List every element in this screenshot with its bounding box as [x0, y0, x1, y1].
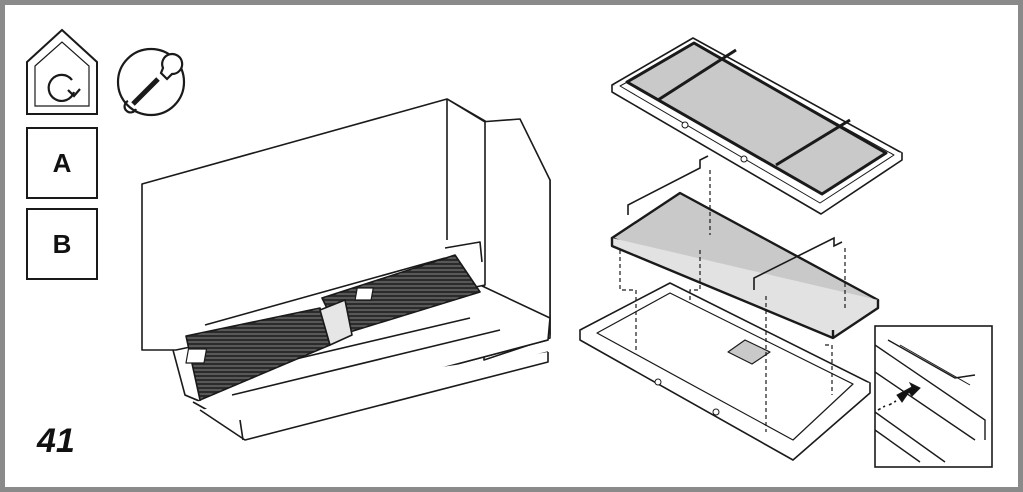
- retaining-clips: [627, 155, 843, 290]
- carbon-filter-block: [610, 191, 880, 340]
- option-a-box: A: [26, 127, 98, 199]
- wrench-icon: [116, 47, 186, 117]
- alignment-guides: [619, 170, 846, 432]
- detail-inset: [874, 325, 993, 468]
- figure-number: 41: [37, 422, 75, 460]
- filter-tray-frame: [579, 282, 871, 461]
- filter-tray-assembled: [611, 37, 903, 215]
- house-rotate-icon: [26, 28, 98, 115]
- option-b-box: B: [26, 208, 98, 280]
- range-hood-drawing: [141, 98, 551, 441]
